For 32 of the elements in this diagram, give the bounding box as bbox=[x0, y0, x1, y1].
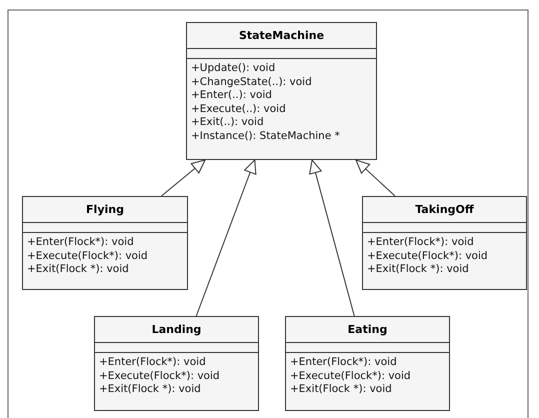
generalization-arrow bbox=[160, 160, 206, 196]
class-name: Flying bbox=[86, 203, 124, 216]
class-name: Eating bbox=[348, 323, 388, 336]
method-text: +Execute(Flock*): void bbox=[27, 250, 148, 263]
class-name: TakingOff bbox=[415, 203, 474, 216]
class-name: StateMachine bbox=[238, 29, 324, 42]
method-text: +Update(): void bbox=[191, 62, 276, 76]
class-box bbox=[285, 316, 450, 411]
method-text: +Enter(Flock*): void bbox=[290, 356, 397, 370]
class-box bbox=[94, 316, 259, 411]
class-box bbox=[22, 196, 188, 290]
method-text: +Instance(): StateMachine * bbox=[191, 130, 340, 143]
class-box bbox=[362, 196, 527, 290]
method-text: +Enter(..): void bbox=[191, 89, 272, 102]
method-text: +Exit(..): void bbox=[191, 116, 264, 130]
method-text: +ChangeState(..): void bbox=[191, 76, 312, 89]
class-box bbox=[186, 22, 377, 160]
method-text: +Exit(Flock *): void bbox=[290, 383, 392, 396]
class-name: Landing bbox=[152, 323, 202, 336]
generalization-arrow bbox=[309, 160, 355, 316]
generalization-arrow bbox=[196, 160, 256, 316]
method-text: +Enter(Flock*): void bbox=[99, 356, 206, 370]
method-text: +Enter(Flock*): void bbox=[367, 236, 474, 250]
method-text: +Exit(Flock *): void bbox=[27, 263, 129, 276]
method-text: +Execute(Flock*): void bbox=[99, 370, 220, 383]
method-text: +Execute(Flock*): void bbox=[367, 250, 488, 263]
method-text: +Execute(..): void bbox=[191, 102, 286, 116]
method-text: +Exit(Flock *): void bbox=[99, 383, 201, 396]
generalization-arrow bbox=[356, 160, 396, 196]
method-text: +Enter(Flock*): void bbox=[27, 236, 134, 250]
method-text: +Exit(Flock *): void bbox=[367, 263, 469, 276]
method-text: +Execute(Flock*): void bbox=[290, 370, 411, 383]
